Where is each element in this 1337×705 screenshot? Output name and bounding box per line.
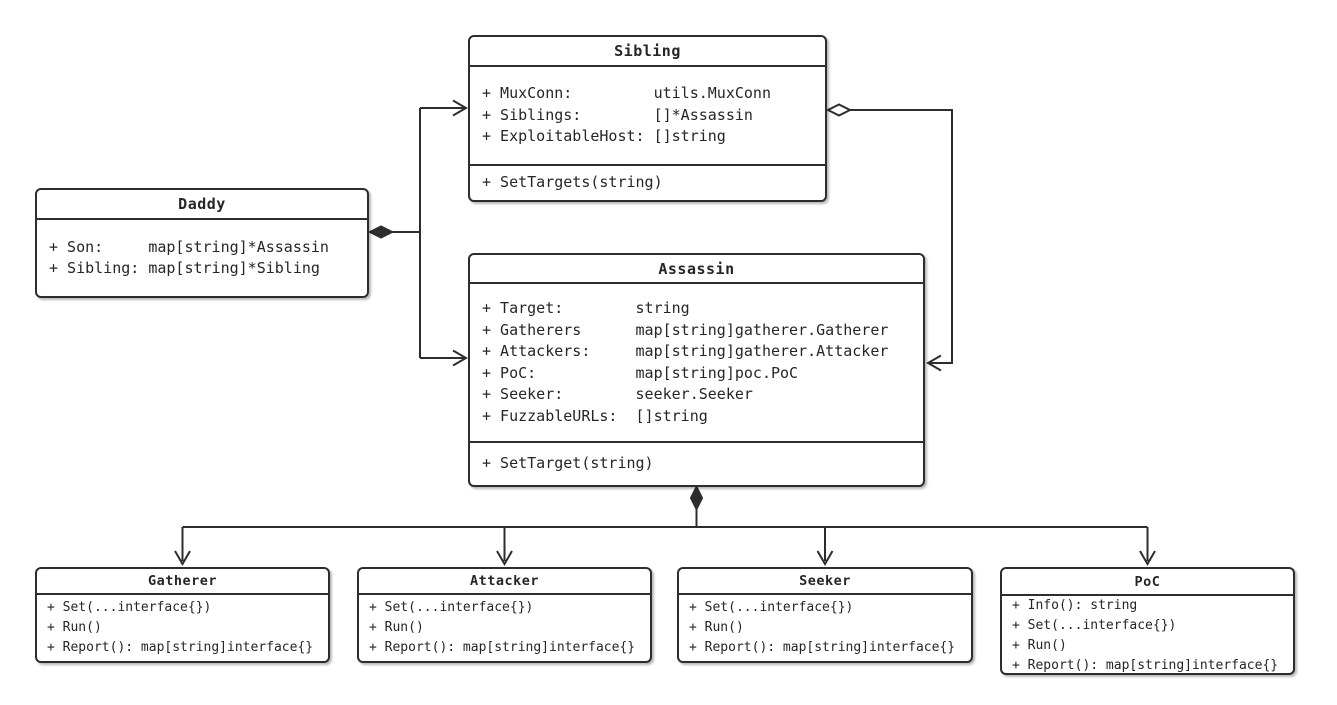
attribute-line: + Seeker: seeker.Seeker — [482, 385, 753, 403]
attribute-line: + Attackers: map[string]gatherer.Attacke… — [482, 342, 889, 360]
attribute-line: + FuzzableURLs: []string — [482, 406, 708, 425]
method-line: + Run() — [689, 620, 744, 635]
class-title: Assassin — [470, 255, 923, 284]
attribute-line: + Son: map[string]*Assassin — [49, 237, 329, 256]
method-line: + Report(): map[string]interface{} — [1012, 658, 1279, 673]
attribute-line: + Target: string — [482, 299, 690, 317]
class-attributes: + Son: map[string]*Assassin + Sibling: m… — [37, 220, 367, 296]
attribute-line: + MuxConn: utils.MuxConn — [482, 84, 771, 103]
method-line: + SetTarget(string) — [482, 454, 654, 473]
method-line: + Set(...interface{}) — [689, 600, 854, 615]
class-attributes: + Target: string + Gatherers map[string]… — [470, 284, 923, 441]
composition-diamond-icon — [689, 484, 704, 512]
composition-assassin-children — [174, 484, 1156, 567]
arrowhead-left-icon — [925, 354, 942, 372]
class-seeker: Seeker + Set(...interface{}) + Run() + R… — [677, 567, 973, 663]
arrowhead-down-icon — [174, 550, 191, 567]
connector-line — [181, 509, 1149, 561]
method-line: + Report(): map[string]interface{} — [369, 640, 636, 655]
class-methods: + Set(...interface{}) + Run() + Report()… — [679, 595, 971, 661]
class-title: Daddy — [37, 190, 367, 220]
aggregation-sibling-assassin — [825, 103, 953, 372]
aggregation-diamond-icon — [825, 103, 853, 117]
class-attributes: + MuxConn: utils.MuxConn + Siblings: []*… — [470, 67, 825, 164]
class-methods: + SetTargets(string) — [470, 164, 825, 200]
class-title: Sibling — [470, 37, 825, 67]
class-methods: + Info(): string + Set(...interface{}) +… — [1002, 596, 1293, 676]
class-methods: + SetTarget(string) — [470, 441, 923, 485]
arrowhead-down-icon — [496, 550, 513, 567]
attribute-line: + ExploitableHost: []string — [482, 127, 726, 146]
class-methods: + Set(...interface{}) + Run() + Report()… — [359, 595, 650, 661]
class-attacker: Attacker + Set(...interface{}) + Run() +… — [357, 567, 652, 663]
composition-diamond-icon — [367, 225, 395, 239]
attribute-line: + Gatherers map[string]gatherer.Gatherer — [482, 320, 889, 339]
method-line: + Report(): map[string]interface{} — [47, 640, 314, 655]
method-line: + Info(): string — [1012, 598, 1138, 613]
attribute-line: + PoC: map[string]poc.PoC — [482, 363, 799, 382]
method-line: + Set(...interface{}) — [47, 600, 212, 615]
arrowhead-down-icon — [816, 550, 834, 567]
attribute-line: + Sibling: map[string]*Sibling — [49, 259, 320, 277]
attribute-line: + Siblings: []*Assassin — [482, 105, 753, 124]
class-title: PoC — [1002, 569, 1293, 596]
connector-line — [850, 109, 953, 364]
method-line: + Run() — [47, 620, 102, 635]
class-gatherer: Gatherer + Set(...interface{}) + Run() +… — [35, 567, 330, 663]
class-poc: PoC + Info(): string + Set(...interface{… — [1000, 567, 1295, 675]
method-line: + Report(): map[string]interface{} — [689, 640, 956, 655]
class-sibling: Sibling + MuxConn: utils.MuxConn + Sibli… — [468, 35, 827, 202]
composition-daddy-children — [367, 99, 469, 367]
class-title: Seeker — [679, 569, 971, 595]
method-line: + SetTargets(string) — [482, 173, 663, 192]
method-line: + Set(...interface{}) — [1012, 618, 1177, 633]
connector-line — [392, 107, 464, 359]
method-line: + Set(...interface{}) — [369, 600, 534, 615]
class-methods: + Set(...interface{}) + Run() + Report()… — [37, 595, 328, 661]
arrowhead-right-icon — [452, 349, 469, 367]
arrowhead-right-icon — [452, 99, 469, 117]
method-line: + Run() — [1012, 638, 1067, 653]
class-daddy: Daddy + Son: map[string]*Assassin + Sibl… — [35, 188, 369, 298]
arrowhead-down-icon — [1139, 550, 1156, 567]
class-assassin: Assassin + Target: string + Gatherers ma… — [468, 253, 925, 487]
method-line: + Run() — [369, 620, 424, 635]
class-title: Gatherer — [37, 569, 328, 595]
class-title: Attacker — [359, 569, 650, 595]
